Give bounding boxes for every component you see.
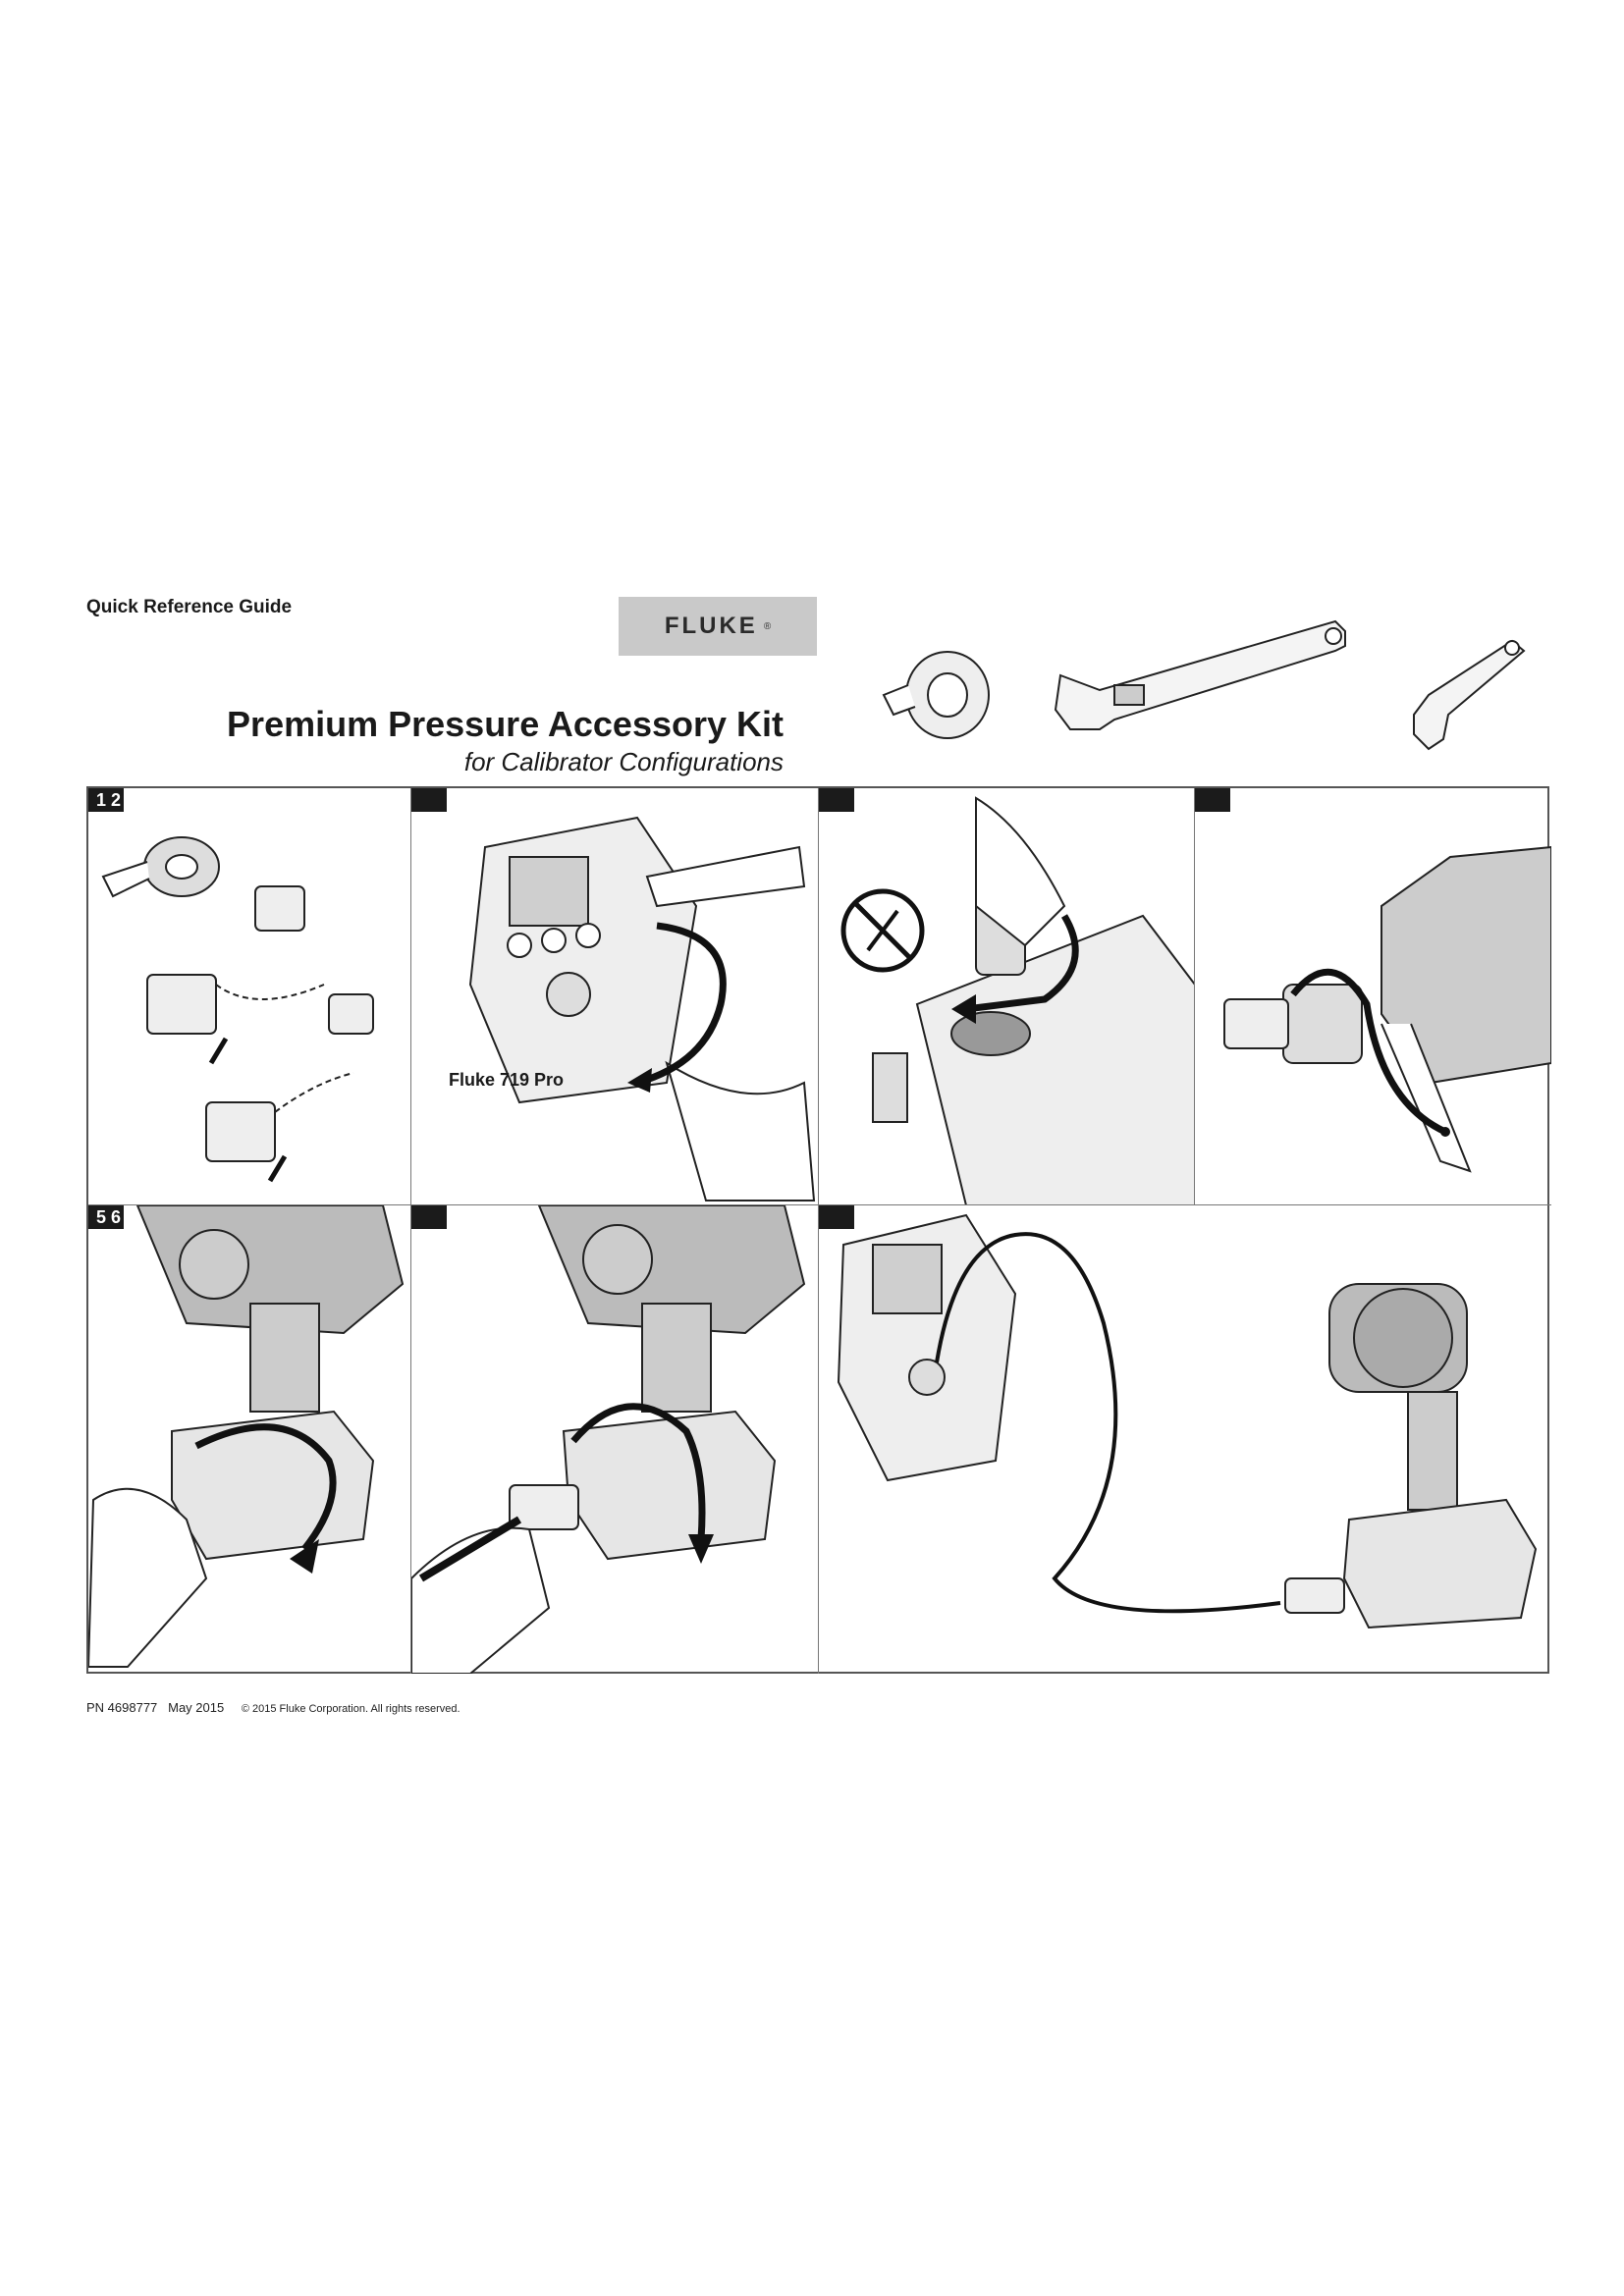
panel-4-illustration [1195,788,1551,1205]
publication-date: May 2015 [168,1700,224,1715]
panel-1-illustration [88,788,411,1205]
step-number [411,1205,447,1229]
calibrator-model-label: Fluke 719 Pro [449,1070,564,1091]
panel-7-illustration [819,1205,1551,1674]
panel-3-illustration [819,788,1195,1205]
panel-2: Fluke 719 Pro [411,788,819,1205]
panel-6 [411,1205,819,1674]
registered-mark: ® [764,621,771,632]
panel-4 [1195,788,1551,1205]
doc-type-label: Quick Reference Guide [86,597,292,618]
panel-1: 1 2 [88,788,411,1205]
footer: PN 4698777 May 2015 © 2015 Fluke Corpora… [86,1700,460,1715]
panel-2-illustration [411,788,819,1205]
adjustable-wrench-icon [1056,621,1345,729]
fluke-logo: FLUKE ® [619,597,817,656]
panel-5: 5 6 [88,1205,411,1674]
step-number [819,788,854,812]
step-number: 5 6 [88,1205,124,1229]
step-number [819,1205,854,1229]
panel-3 [819,788,1195,1205]
copyright: © 2015 Fluke Corporation. All rights res… [242,1703,460,1715]
instruction-grid: 1 2 Fluke 719 Pro [86,786,1549,1674]
brand-name: FLUKE [665,613,758,640]
page-subtitle: for Calibrator Configurations [295,747,784,777]
step-number [1195,788,1230,812]
step-number: 1 2 [88,788,124,812]
ptfe-tape-icon [884,652,989,738]
page-title: Premium Pressure Accessory Kit [226,704,784,745]
part-number: PN 4698777 [86,1700,157,1715]
open-end-wrench-icon [1414,641,1524,749]
no-wrench-icon [843,891,922,970]
panel-5-illustration [88,1205,411,1674]
panel-7 [819,1205,1551,1674]
step-number [411,788,447,812]
panel-6-illustration [411,1205,819,1674]
tools-illustration [864,616,1532,764]
